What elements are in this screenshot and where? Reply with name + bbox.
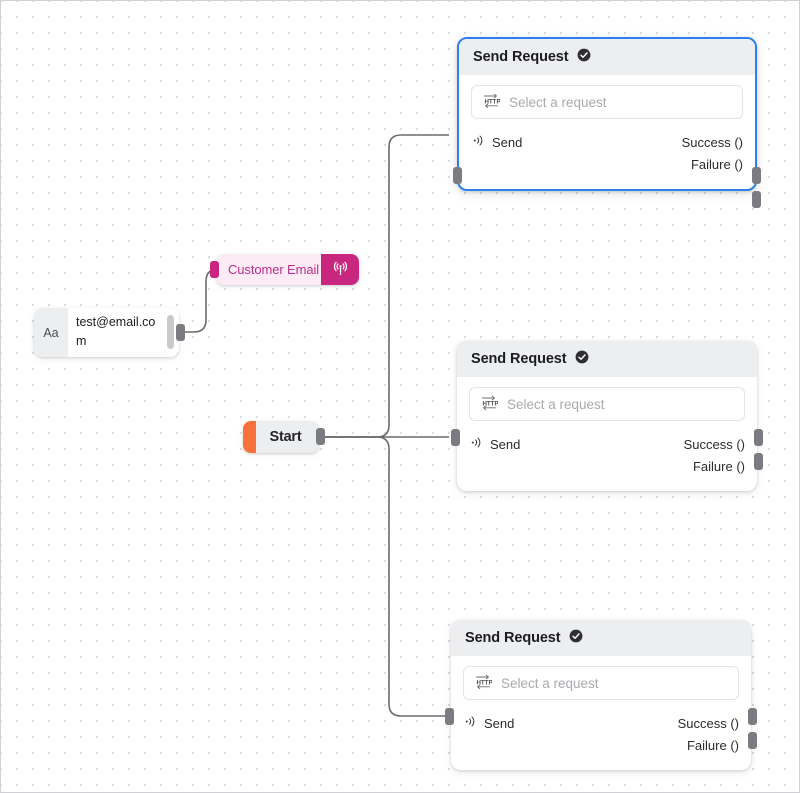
broadcast-icon [463,715,476,731]
node-header: Send Request [457,341,757,377]
node-body: HTTP Select a request [451,656,751,706]
request-select-3[interactable]: HTTP Select a request [463,666,739,700]
request-select-placeholder-3: Select a request [501,675,599,691]
send-request-node-2[interactable]: Send Request HTTP Select a request [451,341,763,491]
text-type-icon: Aa [34,308,68,357]
node-input-text-1: Send [492,134,523,150]
http-icon: HTTP [474,673,493,694]
output-port-success-2[interactable] [754,429,763,446]
output-port-failure-1[interactable] [752,191,761,208]
text-value-node[interactable]: Aa test@email.com [34,308,185,357]
port-row-failure-1: Failure () [471,153,743,175]
node-input-port-1[interactable] [453,167,462,184]
output-port-failure-2[interactable] [754,453,763,470]
node-input-text-2: Send [490,436,521,452]
output-port-label-success-1: Success () [681,134,743,150]
node-input-port-2[interactable] [451,429,460,446]
text-value-wrapper[interactable]: test@email.com [68,308,179,357]
edge-text-to-variable [182,269,216,333]
request-select-1[interactable]: HTTP Select a request [471,85,743,119]
node-ports: Send Success () Failure () [457,427,757,491]
http-icon: HTTP [480,394,499,415]
edge-start-to-node1 [322,134,449,438]
start-node-label: Start [269,429,302,445]
port-row-failure-2: Failure () [469,455,745,477]
output-port-label-failure-3: Failure () [686,737,739,753]
port-row-success-3: Send Success () [463,712,739,734]
node-input-port-3[interactable] [445,708,454,725]
output-port-failure-3[interactable] [748,732,757,749]
output-port-label-failure-1: Failure () [690,156,743,172]
broadcast-icon [471,134,484,150]
check-circle-icon [569,629,583,648]
check-circle-icon [575,350,589,369]
node-body: HTTP Select a request [457,377,757,427]
variable-input-port[interactable] [210,261,219,278]
svg-text:HTTP: HTTP [484,98,500,105]
text-value: test@email.com [76,315,156,348]
http-icon: HTTP [482,92,501,113]
node-header: Send Request [451,620,751,656]
node-title: Send Request [465,630,561,646]
check-circle-icon [577,48,591,67]
node-header: Send Request [459,39,755,75]
node-input-text-3: Send [484,715,515,731]
output-port-label-failure-2: Failure () [692,458,745,474]
start-output-port[interactable] [316,428,325,445]
send-request-node-1[interactable]: Send Request HTTP Select a request [453,37,761,208]
node-input-label-3: Send [463,715,514,731]
node-ports: Send Success () Failure () [459,125,755,189]
svg-text:HTTP: HTTP [482,400,498,407]
variable-node-customer-email[interactable]: Customer Email [210,254,359,285]
node-title: Send Request [471,351,567,367]
variable-node-label: Customer Email [228,262,320,277]
request-select-placeholder-1: Select a request [509,94,607,110]
output-port-success-1[interactable] [752,167,761,184]
send-request-node-3[interactable]: Send Request HTTP Select a request [445,620,757,770]
node-input-label-2: Send [469,436,520,452]
node-body: HTTP Select a request [459,75,755,125]
port-row-success-2: Send Success () [469,433,745,455]
port-row-success-1: Send Success () [471,131,743,153]
output-port-success-3[interactable] [748,708,757,725]
node-title: Send Request [473,49,569,65]
broadcast-icon [469,436,482,452]
node-ports: Send Success () Failure () [451,706,751,770]
output-port-label-success-2: Success () [683,436,745,452]
node-input-label-1: Send [471,134,522,150]
start-node[interactable]: Start [243,421,325,453]
svg-text:HTTP: HTTP [476,679,492,686]
output-port-label-success-3: Success () [677,715,739,731]
broadcast-icon [321,254,359,285]
edge-start-to-node3 [322,436,445,717]
request-select-placeholder-2: Select a request [507,396,605,412]
port-row-failure-3: Failure () [463,734,739,756]
text-node-output-port[interactable] [176,324,185,341]
start-accent-bar [243,421,256,453]
text-scrollbar-thumb[interactable] [167,315,174,349]
request-select-2[interactable]: HTTP Select a request [469,387,745,421]
